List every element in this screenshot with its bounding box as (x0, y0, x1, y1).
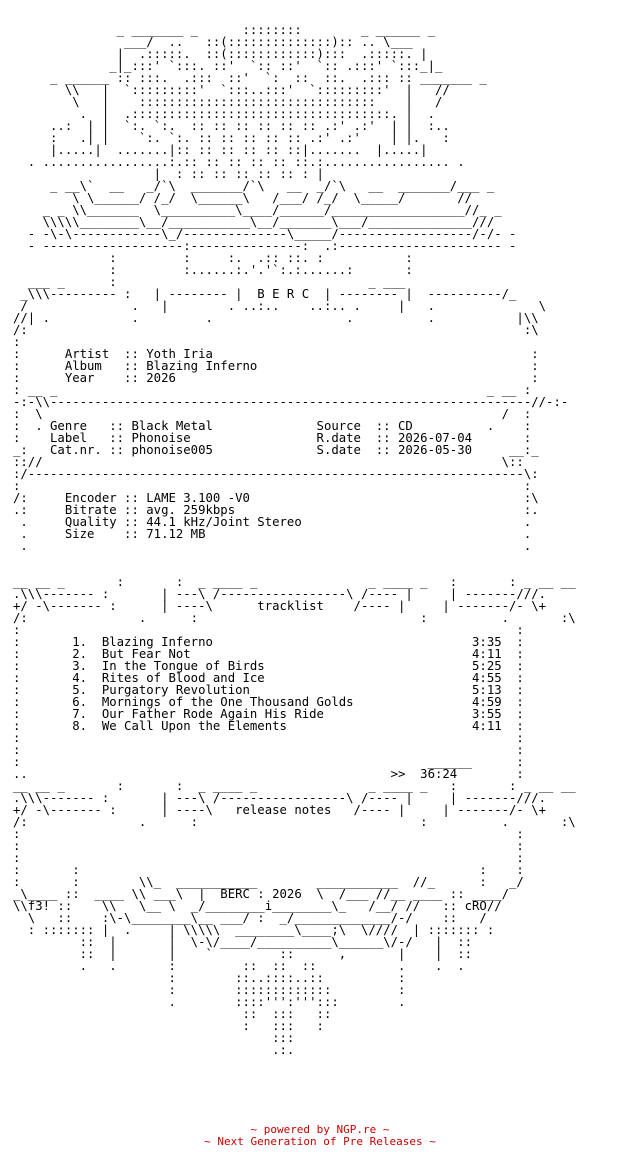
nfo-line: /: Encoder :: LAME 3.100 -V0 :\ (13, 491, 539, 505)
nfo-line: __ __ _ : : _ ____ _ _ ____ _ : : _ __ _… (13, 779, 576, 793)
nfo-line: .\\\------- : | ---\ /-----------------\… (13, 791, 547, 805)
footer-powered-prefix: ~ powered by (250, 1123, 337, 1136)
nfo-line: ::: (13, 1031, 295, 1045)
ngp-link[interactable]: NGP.re (336, 1123, 377, 1136)
nfo-line: : 3. In the Tongue of Birds 5:25 : (13, 659, 524, 673)
nfo-line: \ \______/ /_/ \______\ /___/ /_/ \_____… (13, 191, 473, 205)
nfo-line: /: . : : . :\ (13, 815, 576, 829)
nfo-line: :: | | ` :: , | | :: (13, 947, 473, 961)
nfo-ascii-art: _ _______ _ :::::::: _ ______ _ ___/ .. … (13, 24, 576, 1056)
nfo-line: -:-\\-----------------------------------… (13, 395, 569, 409)
nfo-line: +/ -\------- : | ----\ tracklist /---- |… (13, 599, 547, 613)
footer: ~ powered by NGP.re ~ ~ Next Generation … (0, 1124, 640, 1148)
nfo-line: _ __\` __ _/`\ _______/`\ __ _/`\ __ ___… (13, 179, 495, 193)
nfo-line: : \ / : (13, 407, 532, 421)
nfo-line: ::// \:: (13, 455, 524, 469)
nfo-line: \ :: :\-\________\__ ___/ : _/__________… (13, 911, 487, 925)
nfo-line: _ _ \\_______ \__________\____/______/__… (13, 203, 502, 217)
nfo-line: : : : : (13, 863, 524, 877)
nfo-line: ..: | | `:. `:. :: :: :: :: :: :: .:' .:… (13, 119, 450, 133)
nfo-line: __ __ _ : : _ ____ _ _ ____ _ : : _ __ _… (13, 575, 576, 589)
nfo-line: : ::: : (13, 1019, 324, 1033)
nfo-line: : ::::::::::::: : (13, 983, 406, 997)
nfo-line: : 4. Rites of Blood and Ice 4:55 : (13, 671, 524, 685)
nfo-line: ___/ .. ::(::::::::::::::):: .. \___ (13, 35, 413, 49)
nfo-line: . Quality :: 44.1 kHz/Joint Stereo . (13, 515, 532, 529)
nfo-line: ___ _ : _ ___ (13, 275, 406, 289)
nfo-line: : . Genre :: Black Metal Source :: CD . … (13, 419, 532, 433)
nfo-line: - -------------------:---------------: .… (13, 239, 517, 253)
nfo-line: : 6. Mornings of the One Thousand Golds … (13, 695, 524, 709)
nfo-line: : 2. But Fear Not 4:11 : (13, 647, 524, 661)
nfo-line: : Label :: Phonoise R.date :: 2026-07-04… (13, 431, 532, 445)
nfo-line: _\\\--------- : | -------- | B E R C | -… (13, 287, 517, 301)
nfo-line: : : (13, 731, 524, 745)
nfo-line: | : :: :: :: :: :: : | (13, 167, 324, 181)
nfo-line: : 7. Our Father Rode Again His Ride 3:55… (13, 707, 524, 721)
nfo-line: : 5. Purgatory Revolution 5:13 : (13, 683, 524, 697)
nfo-line: . Size :: 71.12 MB . (13, 527, 532, 541)
nfo-line: /: :\ (13, 323, 539, 337)
nfo-line: : ______ : (13, 755, 524, 769)
nfo-line: _\____ :: ____ \\ ___\ | BERC : 2026 \ /… (13, 887, 510, 901)
nfo-line: / . | . ..:.. ..:.. . | . \ (13, 299, 547, 313)
nfo-line: \ | :::::::::::::::::::::::::::::::: | / (13, 95, 443, 109)
nfo-line: _: Cat.nr. :: phonoise005 S.date :: 2026… (13, 443, 539, 457)
nfo-line: : : (13, 479, 532, 493)
nfo-line: :/--------------------------------------… (13, 467, 539, 481)
nfo-line: \\f3! :: \\ \__ \ _/________i________\_ … (13, 899, 502, 913)
nfo-line: \\ | `:::::::::' `:::..:::' `:::::::::' … (13, 83, 450, 97)
nfo-line: . .................:.:: :: :: :: :: ::.:… (13, 155, 465, 169)
nfo-line: //| . . . . . |\\ (13, 311, 539, 325)
nfo-line: : Album :: Blazing Inferno : (13, 359, 539, 373)
nfo-line: :: ::: :: (13, 1007, 332, 1021)
nfo-line: : .| | `:. `:. :: :: :: :: :: .:' .:' | … (13, 131, 450, 145)
footer-powered-suffix: ~ (376, 1123, 390, 1136)
nfo-line: : 8. We Call Upon the Elements 4:11 : (13, 719, 524, 733)
nfo-line: - -\-\------------\_/--------------\____… (13, 227, 517, 241)
nfo-line: : : (13, 623, 524, 637)
nfo-line: : (13, 335, 117, 349)
nfo-line: : : (13, 827, 524, 841)
footer-tagline: ~ Next Generation of Pre Releases ~ (204, 1135, 436, 1148)
nfo-line: .\\\------- : | ---\ /-----------------\… (13, 587, 547, 601)
nfo-line: : :......:.'.'`:.:......: : (13, 263, 413, 277)
footer-powered-by: ~ powered by NGP.re ~ (0, 1124, 640, 1136)
nfo-line: . | .:::::::::::::::::::::::::::::::::::… (13, 107, 435, 121)
nfo-line: : : (13, 839, 524, 853)
nfo-line: : ::::::: | . | \\\\\ ________\____;\ \/… (13, 923, 495, 937)
nfo-line: _ _______ _ :::::::: _ ______ _ (13, 23, 435, 37)
nfo-line: : : (13, 743, 524, 757)
nfo-line: . ::::''':'''::: . (13, 995, 406, 1009)
nfo-line: : ::..::::..:: : (13, 971, 406, 985)
nfo-line: :: | | \-\/____/__________\______\/-/ | … (13, 935, 473, 949)
nfo-line: .: Bitrate :: avg. 259kbps :. (13, 503, 539, 517)
nfo-line: . . (13, 539, 532, 553)
nfo-line: _ ______ :: :::. .::: ::' `: :: ::. .:::… (13, 71, 487, 85)
nfo-line: .:. (13, 1043, 295, 1057)
nfo-line: . . : :: :: :: . . . (13, 959, 465, 973)
nfo-line: _|_:::' `:::. ::' `:: ::' `:: .:::' `:::… (13, 59, 443, 73)
nfo-line: : __ _ _ __ : (13, 383, 532, 397)
nfo-line: .. >> 36:24 : (13, 767, 524, 781)
nfo-line: : Year :: 2026 : (13, 371, 539, 385)
nfo-line: |.....| .......|:: :: :: :: :: ::|......… (13, 143, 428, 157)
nfo-line: : : :. .:: ::. : : (13, 251, 413, 265)
nfo-line: +/ -\------- : | ----\ release notes /--… (13, 803, 547, 817)
nfo-line: : Artist :: Yoth Iria : (13, 347, 539, 361)
nfo-line: : : \\_ ___________ ___________ //_ : _/ (13, 875, 524, 889)
nfo-line: | .:::::. ::(::::::::::::)::: .:::::. | (13, 47, 428, 61)
nfo-line: /: . : : . :\ (13, 611, 576, 625)
nfo-line: \\\\\________\__/___________\__/_______\… (13, 215, 495, 229)
nfo-line: : 1. Blazing Inferno 3:35 : (13, 635, 524, 649)
nfo-line: : : (13, 851, 524, 865)
